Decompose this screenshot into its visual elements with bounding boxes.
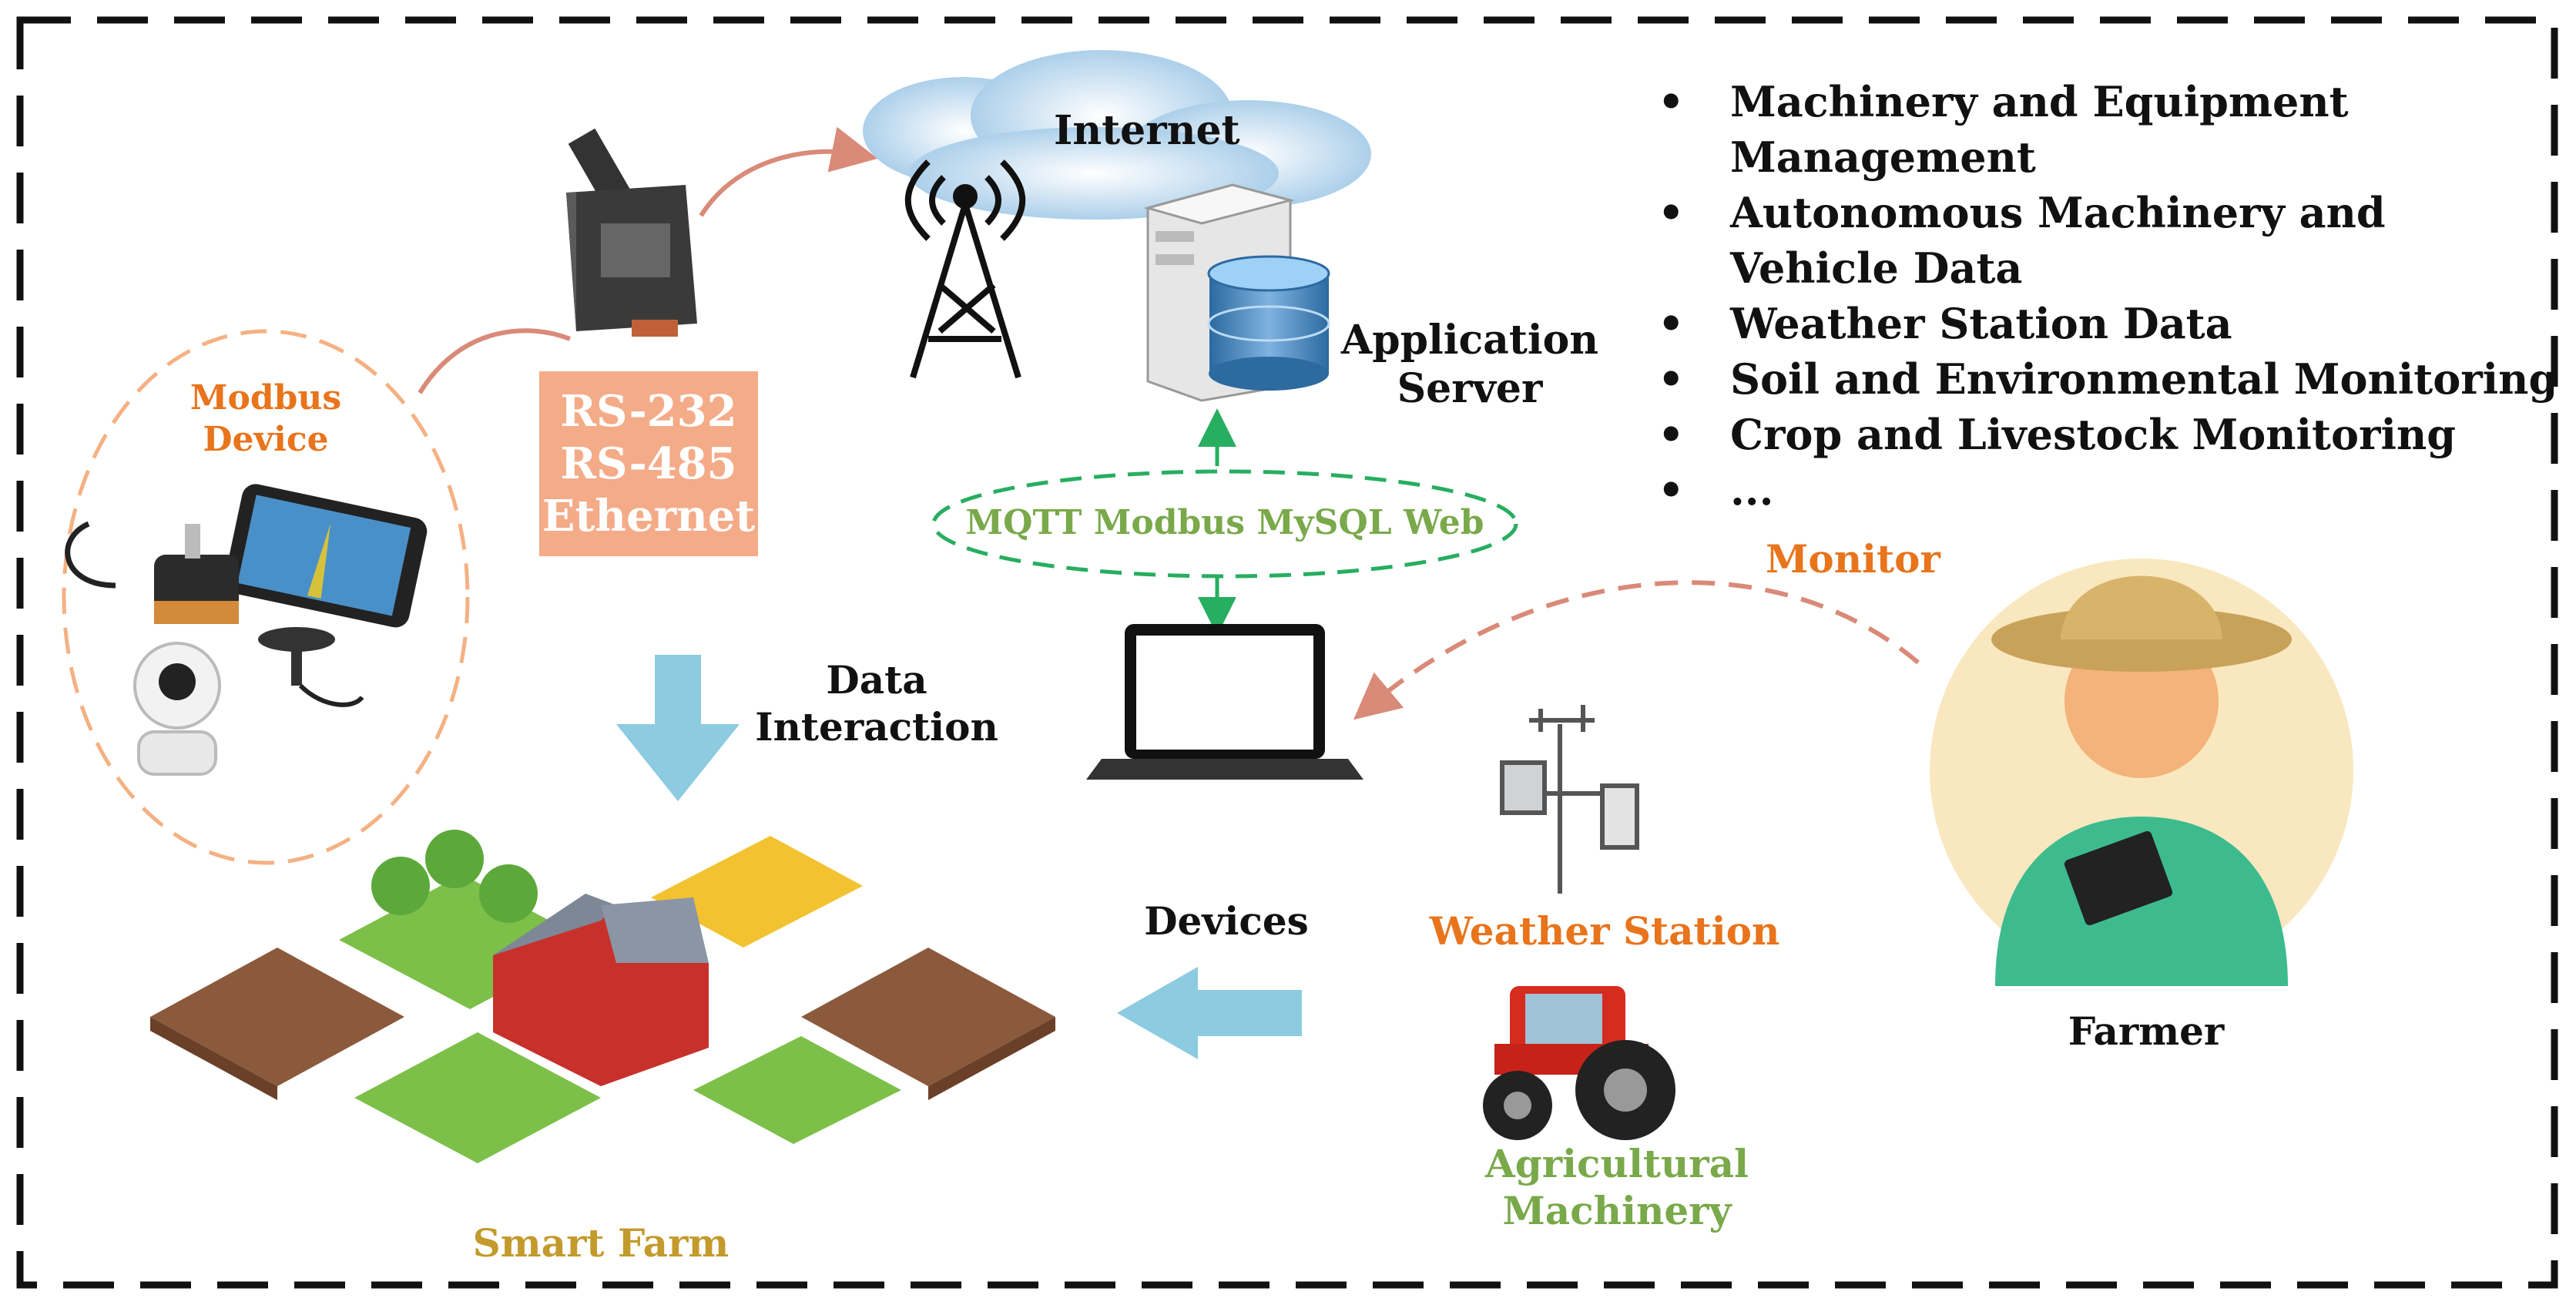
- farm-icon: [150, 830, 1055, 1163]
- weather-station-label: Weather Station: [1429, 908, 1780, 954]
- protocol-rs232: RS-232: [560, 386, 737, 437]
- agricultural-machinery-line2: Machinery: [1502, 1188, 1732, 1233]
- data-interaction-label: Data Interaction: [755, 656, 998, 750]
- application-server-line1: Application: [1340, 317, 1599, 364]
- laptop-icon: [1086, 624, 1363, 780]
- internet-label: Internet: [1054, 107, 1240, 154]
- list-item: Autonomous Machinery and Vehicle Data: [1656, 185, 2501, 296]
- encoder-icon: [65, 521, 239, 624]
- smart-farm-label: Smart Farm: [472, 1220, 730, 1266]
- camera-icon: [133, 642, 221, 776]
- protocol-ethernet: Ethernet: [542, 491, 756, 542]
- agricultural-machinery-line1: Agricultural: [1484, 1141, 1749, 1186]
- agricultural-machinery-label: Agricultural Machinery: [1485, 1140, 1749, 1234]
- farmer-label: Farmer: [2068, 1008, 2225, 1054]
- list-item: Crop and Livestock Monitoring: [1656, 407, 2576, 462]
- router-icon: [566, 128, 697, 337]
- diagram-border: [16, 16, 2558, 1289]
- data-interaction-line1: Data: [826, 657, 927, 703]
- list-item: Weather Station Data: [1656, 296, 2576, 351]
- tractor-icon: [1483, 986, 1675, 1140]
- modbus-device-line2: Device: [203, 419, 329, 459]
- protocol-box: RS-232 RS-485 Ethernet: [539, 371, 758, 556]
- list-item: Machinery and Equipment Management: [1656, 74, 2576, 185]
- devices-label: Devices: [1144, 898, 1309, 944]
- monitor-label: Monitor: [1766, 536, 1940, 582]
- farm-data-list: Machinery and Equipment Management Auton…: [1656, 74, 2576, 518]
- modbus-device-group: [62, 329, 470, 865]
- mqtt-protocols-label: MQTT Modbus MySQL Web: [965, 503, 1484, 542]
- modbus-to-router-arrow: [418, 328, 572, 394]
- weather-station-icon: [1500, 705, 1639, 894]
- data-interaction-arrow: [616, 655, 740, 801]
- antenna-tower-icon: [904, 159, 1026, 379]
- devices-arrow: [1117, 967, 1302, 1059]
- list-item: Soil and Environmental Monitoring: [1656, 351, 2576, 407]
- modbus-device-label: Modbus Device: [190, 377, 341, 460]
- router-to-internet-arrow: [699, 126, 878, 217]
- list-item: ...: [1656, 462, 2576, 518]
- database-icon: [1207, 255, 1330, 391]
- modbus-device-line1: Modbus: [190, 378, 342, 418]
- protocol-rs485: RS-485: [560, 438, 737, 489]
- gps-antenna-icon: [258, 627, 364, 707]
- monitor-arrow: [1353, 580, 1920, 720]
- application-server-line2: Server: [1397, 365, 1543, 413]
- application-server-label: Application Server: [1341, 316, 1598, 414]
- tablet-icon: [224, 484, 428, 628]
- protocol-group: [931, 469, 1518, 579]
- farmer-icon: [1930, 559, 2353, 986]
- data-interaction-line2: Interaction: [755, 704, 998, 750]
